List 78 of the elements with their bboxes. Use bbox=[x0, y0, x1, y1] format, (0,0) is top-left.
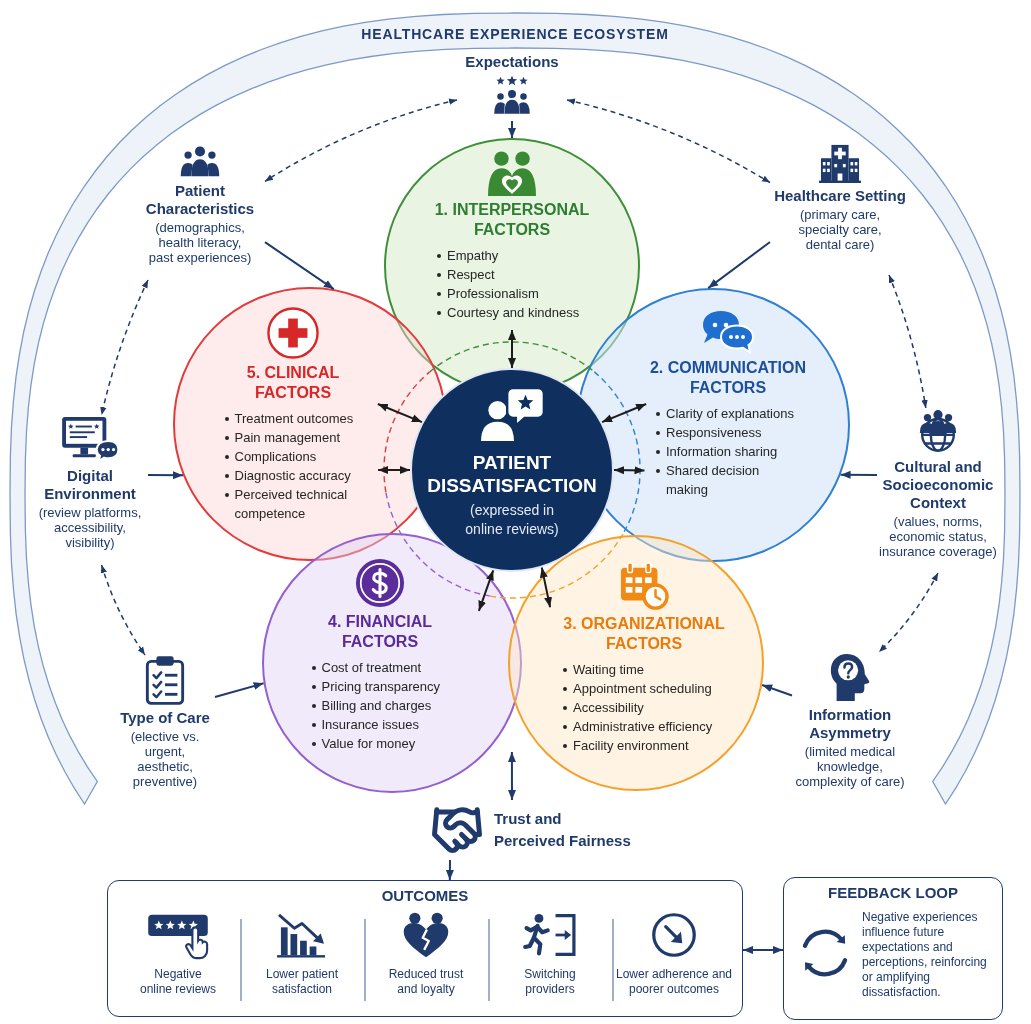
double-arrow bbox=[507, 751, 516, 801]
node-description: (elective vs. urgent, aesthetic, preventive) bbox=[129, 729, 201, 789]
factor-heading: 1. INTERPERSONAL FACTORS bbox=[433, 200, 591, 240]
bullet-item: Diagnostic accuracy bbox=[234, 467, 351, 485]
bullet-item: Accessibility bbox=[573, 699, 644, 717]
bullet-item: Respect bbox=[447, 266, 495, 284]
panel-title: OUTCOMES bbox=[381, 887, 469, 905]
dashed-double-arrow bbox=[888, 274, 928, 409]
node-description: (limited medical knowledge, complexity of care) bbox=[794, 744, 906, 789]
double-arrow bbox=[601, 403, 648, 424]
bullet-item: Pain management bbox=[234, 429, 340, 447]
outcome-label: Negative online reviews bbox=[138, 967, 217, 997]
node-heading: Patient Characteristics bbox=[144, 182, 256, 218]
node-description: (demographics, health literacy, past experiences) bbox=[147, 220, 253, 265]
double-arrow bbox=[477, 569, 495, 612]
bullet-item: Waiting time bbox=[573, 661, 645, 679]
bullet-item: Facility environment bbox=[573, 737, 689, 755]
outcome-label: Switching providers bbox=[523, 967, 577, 997]
arrow bbox=[214, 682, 265, 698]
bullet-item: Cost of treatment bbox=[321, 659, 422, 677]
arrow bbox=[264, 241, 335, 291]
dashed-double-arrow bbox=[878, 572, 939, 653]
dashed-double-arrow bbox=[566, 98, 771, 184]
double-arrow bbox=[742, 945, 784, 954]
arrow bbox=[839, 470, 878, 479]
center-heading: PATIENT DISSATISFACTION bbox=[426, 451, 598, 497]
bullet-item: Empathy bbox=[447, 247, 499, 265]
bullet-item: Professionalism bbox=[447, 285, 539, 303]
double-arrow bbox=[539, 566, 552, 609]
node-description: (review platforms, accessibility, visibility) bbox=[37, 505, 143, 550]
bullet-item: Information sharing bbox=[666, 443, 778, 461]
bullet-item: Insurance issues bbox=[321, 716, 420, 734]
factor-heading: 4. FINANCIAL FACTORS bbox=[327, 612, 433, 652]
node-description: (values, norms, economic status, insurance coverage) bbox=[878, 514, 998, 559]
arrow bbox=[147, 471, 184, 480]
arrow bbox=[707, 241, 771, 290]
node-heading: Digital Environment bbox=[43, 467, 137, 503]
node-heading: Expectations bbox=[465, 53, 559, 71]
factor-heading: 2. COMMUNICATION FACTORS bbox=[648, 358, 808, 398]
bullet-item: Value for money bbox=[321, 735, 416, 753]
panel-title: FEEDBACK LOOP bbox=[828, 884, 958, 902]
arrow bbox=[445, 859, 454, 881]
outcome-label: Lower patient satisfaction bbox=[264, 967, 339, 997]
bullet-item: Perceived technical competence bbox=[234, 486, 349, 523]
bullet-item: Shared decision making bbox=[666, 462, 761, 499]
double-arrow bbox=[613, 466, 646, 475]
bullet-item: Pricing transparency bbox=[321, 678, 440, 696]
factor-heading: 5. CLINICAL FACTORS bbox=[245, 363, 341, 403]
node-heading: Healthcare Setting bbox=[774, 187, 906, 205]
node-heading: Cultural and Socioeconomic Context bbox=[881, 458, 995, 512]
bullet-item: Courtesy and kindness bbox=[447, 304, 580, 322]
node-heading: Information Asymmetry bbox=[807, 706, 893, 742]
bullet-item: Clarity of explanations bbox=[666, 405, 794, 423]
feedback-text: Negative experiences influence future expectations and perceptions, reinforcing or amplifying dissatisfaction. bbox=[862, 910, 988, 1000]
diagram-title: HEALTHCARE EXPERIENCE ECOSYSTEM bbox=[361, 26, 669, 43]
bullet-item: Billing and charges bbox=[321, 697, 432, 715]
node-heading: Trust and Perceived Fairness bbox=[494, 809, 632, 851]
bullet-item: Administrative efficiency bbox=[573, 718, 713, 736]
outcome-label: Reduced trust and loyalty bbox=[387, 967, 465, 997]
double-arrow bbox=[508, 329, 516, 369]
feedback-panel bbox=[783, 877, 1003, 1020]
bullet-item: Complications bbox=[234, 448, 317, 466]
bullet-item: Treatment outcomes bbox=[234, 410, 354, 428]
dashed-double-arrow bbox=[100, 564, 146, 656]
center-description: (expressed in online reviews) bbox=[464, 501, 560, 539]
dashed-double-arrow bbox=[264, 98, 458, 183]
bullet-item: Responsiveness bbox=[666, 424, 762, 442]
outcome-label: Lower adherence and poorer outcomes bbox=[615, 967, 733, 997]
dashed-double-arrow bbox=[100, 279, 149, 416]
double-arrow bbox=[377, 466, 411, 474]
double-arrow bbox=[376, 403, 423, 424]
bullet-item: Appointment scheduling bbox=[573, 680, 712, 698]
outcomes-panel bbox=[107, 880, 743, 1017]
node-description: (primary care, specialty care, dental care) bbox=[797, 207, 883, 252]
factor-heading: 3. ORGANIZATIONAL FACTORS bbox=[562, 614, 726, 654]
arrow bbox=[508, 120, 516, 139]
arrow bbox=[761, 684, 793, 697]
node-heading: Type of Care bbox=[120, 709, 210, 727]
